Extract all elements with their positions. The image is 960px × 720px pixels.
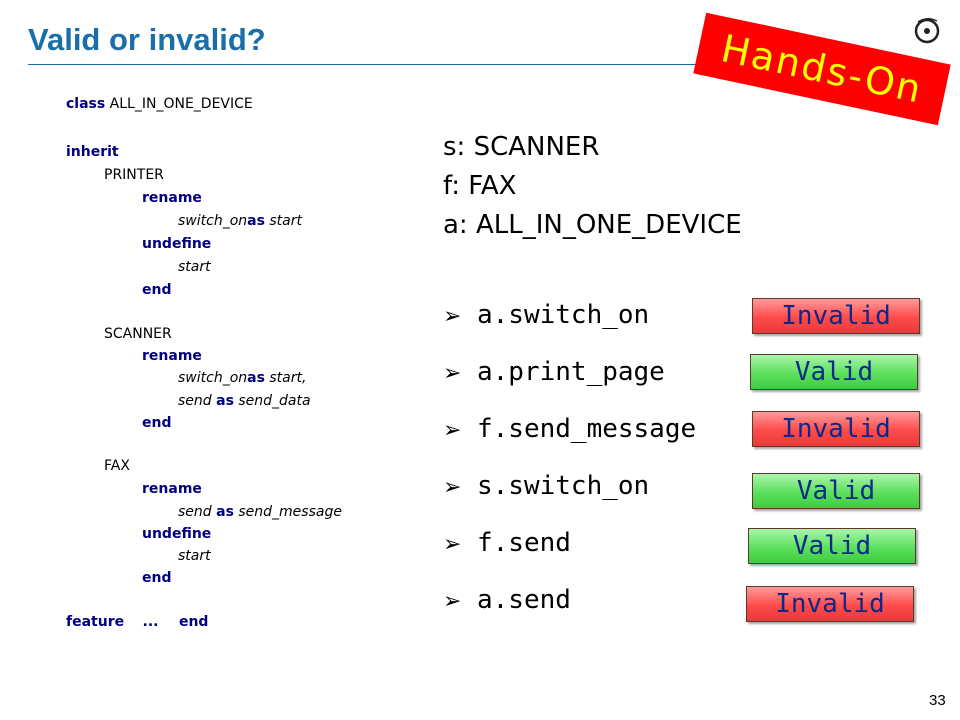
code-line-undefine: undefine: [142, 526, 212, 542]
code-line-undefine-start: start: [178, 548, 211, 564]
declaration-f: f: FAX: [443, 171, 517, 201]
code-line-end: end: [142, 570, 172, 586]
code-line-rename-switch-on: switch_onas start: [178, 213, 302, 229]
declaration-s: s: SCANNER: [443, 132, 600, 162]
declarations: s: SCANNER f: FAX a: ALL_IN_ONE_DEVICE: [443, 128, 742, 245]
code-line-fax: FAX: [104, 458, 130, 474]
eiffel-logo-icon: [914, 18, 940, 44]
arrow-bullet-icon: ➢: [443, 304, 462, 329]
code-line-rename: rename: [142, 190, 202, 206]
verdict-badge-valid: Valid: [748, 528, 916, 564]
code-line-rename-switch-on: switch_onas start,: [178, 370, 307, 386]
list-item: ➢f.send_message: [443, 414, 697, 444]
declaration-a: a: ALL_IN_ONE_DEVICE: [443, 210, 742, 240]
code-line-undefine-start: start: [178, 259, 211, 275]
page-title: Valid or invalid?: [28, 22, 266, 57]
list-item: ➢f.send: [443, 528, 571, 558]
code-line-end: end: [142, 282, 172, 298]
verdict-badge-invalid: Invalid: [746, 586, 914, 622]
verdict-badge-invalid: Invalid: [752, 411, 920, 447]
title-divider: [28, 64, 748, 65]
arrow-bullet-icon: ➢: [443, 361, 462, 386]
arrow-bullet-icon: ➢: [443, 532, 462, 557]
code-line-printer: PRINTER: [104, 167, 164, 183]
list-item: ➢a.send: [443, 585, 571, 615]
list-item: ➢a.switch_on: [443, 300, 650, 330]
arrow-bullet-icon: ➢: [443, 475, 462, 500]
arrow-bullet-icon: ➢: [443, 589, 462, 614]
code-line-rename: rename: [142, 481, 202, 497]
code-line-feature: feature ... end: [66, 614, 209, 630]
code-line-inherit: inherit: [66, 144, 119, 160]
verdict-badge-invalid: Invalid: [752, 298, 920, 334]
list-item: ➢s.switch_on: [443, 471, 650, 501]
code-line-end: end: [142, 415, 172, 431]
verdict-badge-valid: Valid: [750, 354, 918, 390]
code-line-scanner: SCANNER: [104, 326, 172, 342]
code-line-rename-send: send as send_data: [178, 393, 311, 409]
verdict-badge-valid: Valid: [752, 473, 920, 509]
page-number: 33: [929, 692, 946, 709]
code-line-rename: rename: [142, 348, 202, 364]
code-line-undefine: undefine: [142, 236, 212, 252]
list-item: ➢a.print_page: [443, 357, 665, 387]
arrow-bullet-icon: ➢: [443, 418, 462, 443]
code-line-class: class ALL_IN_ONE_DEVICE: [66, 96, 253, 112]
code-line-rename-send: send as send_message: [178, 504, 342, 520]
